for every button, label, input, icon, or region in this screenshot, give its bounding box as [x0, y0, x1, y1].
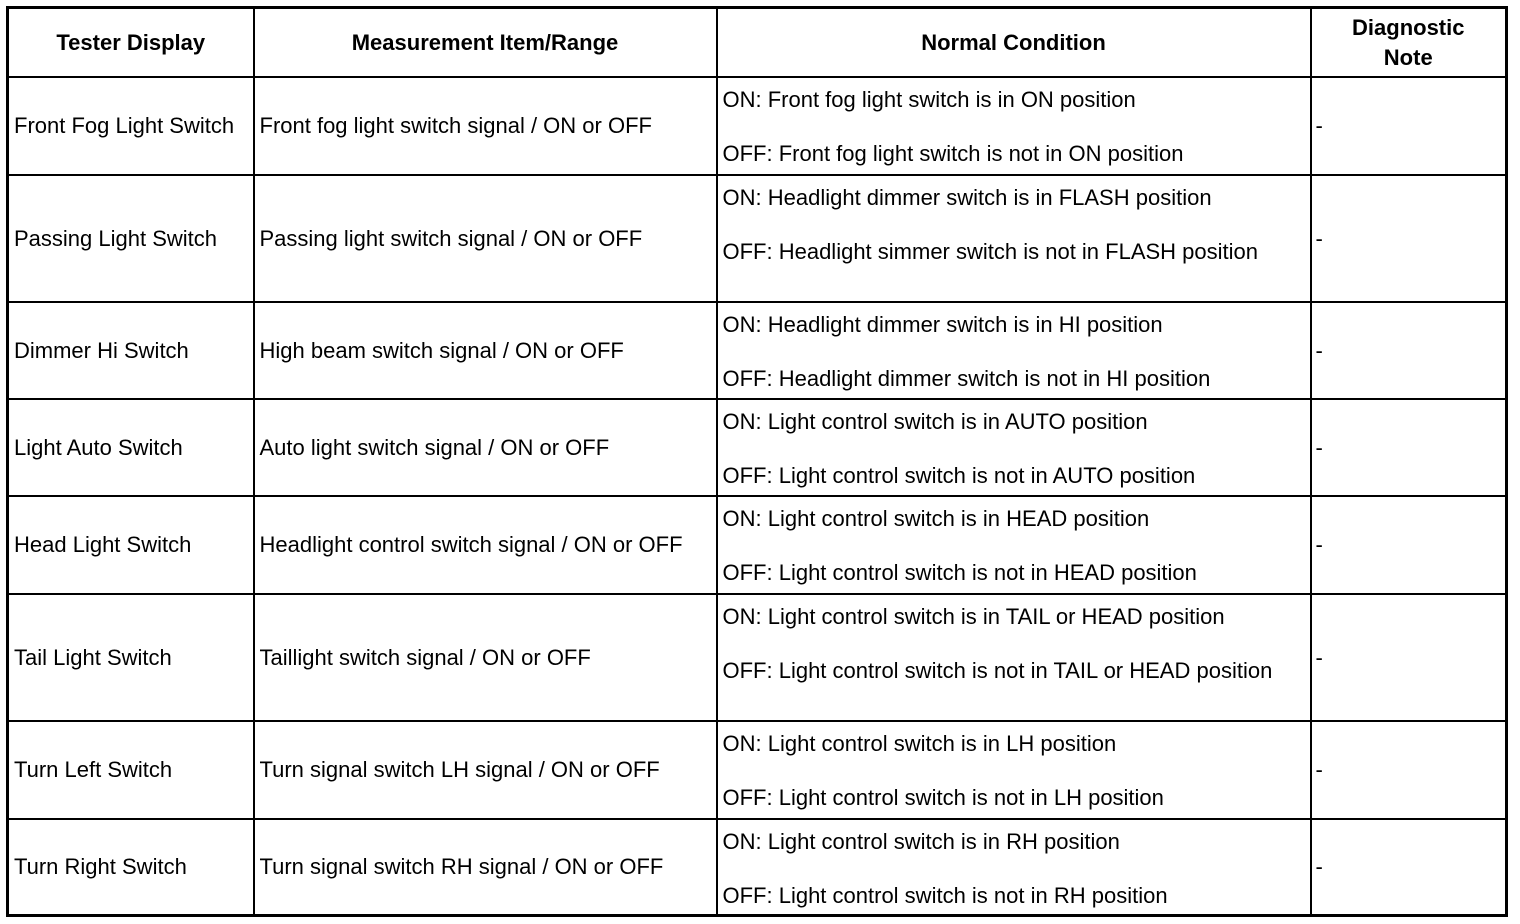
off-condition: OFF: Light control switch is not in TAIL… — [722, 658, 1273, 683]
diagnostic-data-table: Tester Display Measurement Item/Range No… — [6, 6, 1508, 917]
off-condition: OFF: Front fog light switch is not in ON… — [722, 141, 1184, 166]
off-condition: OFF: Light control switch is not in LH p… — [722, 785, 1164, 810]
normal-condition-cell: ON: Front fog light switch is in ON posi… — [715, 76, 1312, 176]
on-condition: ON: Headlight dimmer switch is in FLASH … — [722, 185, 1212, 210]
on-condition: ON: Light control switch is in LH positi… — [722, 731, 1117, 756]
normal-condition-cell: ON: Light control switch is in RH positi… — [715, 818, 1312, 916]
off-condition: OFF: Headlight dimmer switch is not in H… — [722, 366, 1211, 391]
normal-condition-cell: ON: Headlight dimmer switch is in FLASH … — [715, 174, 1312, 303]
measurement-item-cell: Headlight control switch signal / ON or … — [252, 495, 718, 595]
measurement-item-cell: Turn signal switch RH signal / ON or OFF — [252, 818, 718, 916]
measurement-item-cell: Passing light switch signal / ON or OFF — [252, 174, 718, 303]
header-diagnostic-note: Diagnostic Note — [1309, 6, 1508, 78]
tester-display-cell: Tail Light Switch — [6, 593, 255, 722]
diagnostic-note-cell: - — [1309, 398, 1508, 497]
normal-condition-cell: ON: Light control switch is in LH positi… — [715, 720, 1312, 820]
tester-display-cell: Front Fog Light Switch — [6, 76, 255, 176]
table-header-row: Tester Display Measurement Item/Range No… — [6, 6, 1508, 78]
off-condition: OFF: Light control switch is not in HEAD… — [722, 560, 1197, 585]
measurement-item-cell: High beam switch signal / ON or OFF — [252, 301, 718, 400]
header-normal-condition: Normal Condition — [715, 6, 1312, 78]
normal-condition-cell: ON: Light control switch is in HEAD posi… — [715, 495, 1312, 595]
diagnostic-note-cell: - — [1309, 76, 1508, 176]
on-condition: ON: Light control switch is in HEAD posi… — [722, 506, 1150, 531]
tester-display-cell: Passing Light Switch — [6, 174, 255, 303]
header-tester-display: Tester Display — [6, 6, 255, 78]
on-condition: ON: Light control switch is in RH positi… — [722, 829, 1120, 854]
tester-display-cell: Turn Left Switch — [6, 720, 255, 820]
off-condition: OFF: Light control switch is not in AUTO… — [722, 463, 1196, 488]
diagnostic-note-cell: - — [1309, 593, 1508, 722]
tester-display-cell: Light Auto Switch — [6, 398, 255, 497]
normal-condition-cell: ON: Headlight dimmer switch is in HI pos… — [715, 301, 1312, 400]
on-condition: ON: Light control switch is in TAIL or H… — [722, 604, 1225, 629]
measurement-item-cell: Auto light switch signal / ON or OFF — [252, 398, 718, 497]
header-measurement-item: Measurement Item/Range — [252, 6, 718, 78]
on-condition: ON: Headlight dimmer switch is in HI pos… — [722, 312, 1163, 337]
tester-display-cell: Head Light Switch — [6, 495, 255, 595]
on-condition: ON: Front fog light switch is in ON posi… — [722, 87, 1136, 112]
normal-condition-cell: ON: Light control switch is in AUTO posi… — [715, 398, 1312, 497]
diagnostic-note-cell: - — [1309, 720, 1508, 820]
normal-condition-cell: ON: Light control switch is in TAIL or H… — [715, 593, 1312, 722]
tester-display-cell: Turn Right Switch — [6, 818, 255, 916]
diagnostic-note-cell: - — [1309, 301, 1508, 400]
diagnostic-note-cell: - — [1309, 495, 1508, 595]
measurement-item-cell: Front fog light switch signal / ON or OF… — [252, 76, 718, 176]
off-condition: OFF: Light control switch is not in RH p… — [722, 883, 1168, 908]
diagnostic-note-cell: - — [1309, 174, 1508, 303]
diagnostic-note-cell: - — [1309, 818, 1508, 916]
off-condition: OFF: Headlight simmer switch is not in F… — [722, 239, 1259, 264]
measurement-item-cell: Taillight switch signal / ON or OFF — [252, 593, 718, 722]
on-condition: ON: Light control switch is in AUTO posi… — [722, 409, 1148, 434]
tester-display-cell: Dimmer Hi Switch — [6, 301, 255, 400]
measurement-item-cell: Turn signal switch LH signal / ON or OFF — [252, 720, 718, 820]
